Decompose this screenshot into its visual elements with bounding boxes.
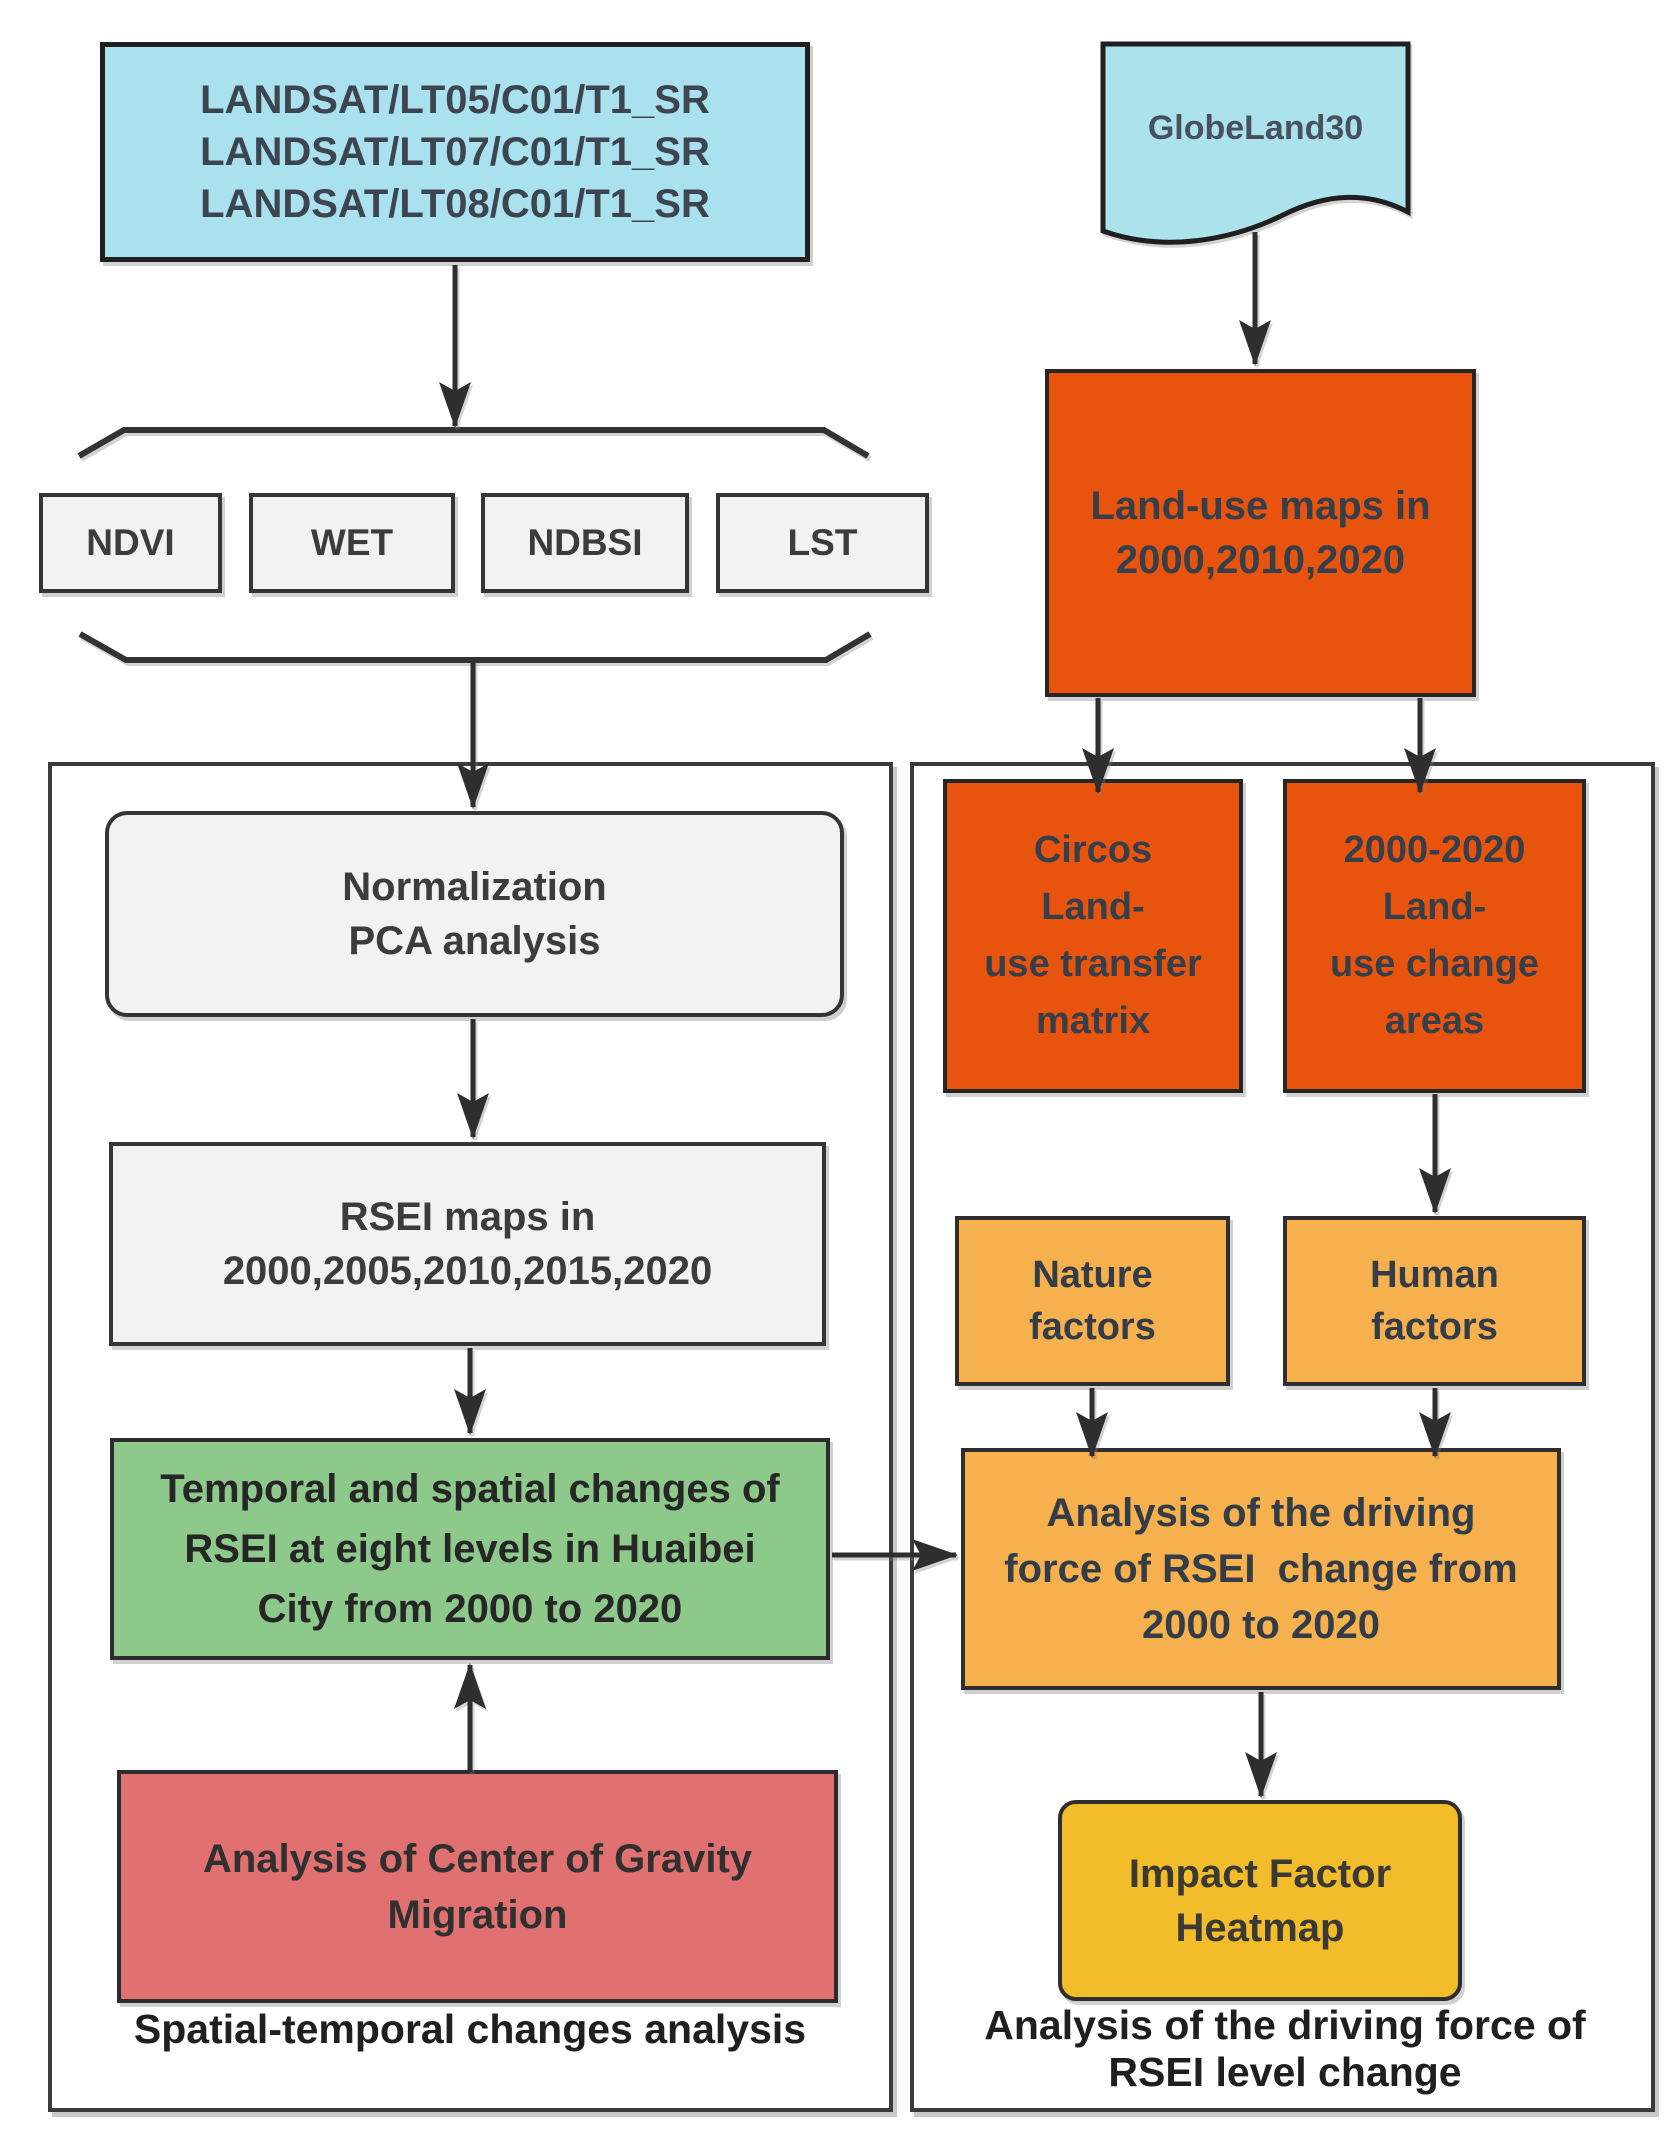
index-box-wet: WET (249, 493, 455, 593)
temporal-line: RSEI at eight levels in Huaibei (184, 1527, 756, 1571)
right-panel-caption: Analysis of the driving force of RSEI le… (935, 2002, 1635, 2096)
brace-top (77, 427, 870, 459)
landsat-line: LANDSAT/LT07/C01/T1_SR (200, 130, 710, 174)
globeland-document-label: GlobeLand30 (1103, 92, 1408, 164)
index-box-ndvi: NDVI (39, 493, 222, 593)
driving-force-panel (910, 762, 1655, 2112)
heatmap-line: Heatmap (1175, 1905, 1345, 1950)
driving-force-analysis-box: Analysis of the driving force of RSEI ch… (961, 1448, 1561, 1690)
center-of-gravity-box: Analysis of Center of Gravity Migration (117, 1770, 838, 2003)
nature-line: factors (1029, 1306, 1156, 1348)
left-panel-caption: Spatial-temporal changes analysis (133, 2006, 807, 2052)
index-box-lst: LST (716, 493, 929, 593)
brace-bottom (78, 631, 872, 663)
nature-factors-box: Nature factors (955, 1216, 1230, 1386)
landuse-line: 2000,2010,2020 (1115, 538, 1406, 582)
landsat-line: LANDSAT/LT05/C01/T1_SR (200, 78, 710, 122)
heatmap-line: Impact Factor (1128, 1851, 1392, 1896)
driving-line: 2000 to 2020 (1142, 1603, 1380, 1647)
landuse-line: Land-use maps in (1090, 484, 1431, 528)
right-caption-line: RSEI level change (1108, 2049, 1462, 2095)
right-caption-line: Analysis of the driving force of (984, 2002, 1586, 2048)
circos-transfer-matrix-box: Circos Land- use transfer matrix (943, 779, 1243, 1093)
change-areas-line: 2000-2020 (1343, 829, 1526, 871)
circos-line: matrix (1035, 1000, 1151, 1042)
human-factors-box: Human factors (1283, 1216, 1586, 1386)
temporal-spatial-changes-box: Temporal and spatial changes of RSEI at … (110, 1438, 830, 1660)
circos-line: Land- (1041, 886, 1145, 928)
rsei-maps-line: RSEI maps in (339, 1195, 596, 1239)
normalization-pca-box: Normalization PCA analysis (105, 811, 844, 1017)
index-label: LST (787, 522, 858, 563)
gravity-line: Analysis of Center of Gravity (202, 1836, 753, 1881)
nature-line: Nature (1032, 1254, 1153, 1296)
temporal-line: Temporal and spatial changes of (160, 1467, 780, 1511)
landuse-maps-box: Land-use maps in 2000,2010,2020 (1045, 369, 1476, 697)
index-label: NDBSI (527, 522, 643, 563)
gravity-line: Migration (387, 1892, 568, 1937)
rsei-maps-line: 2000,2005,2010,2015,2020 (222, 1249, 713, 1293)
rsei-maps-box: RSEI maps in 2000,2005,2010,2015,2020 (109, 1142, 826, 1346)
normalization-line: PCA analysis (348, 919, 601, 963)
index-label: WET (310, 522, 394, 563)
temporal-line: City from 2000 to 2020 (257, 1587, 683, 1631)
normalization-line: Normalization (342, 865, 607, 909)
landsat-source-box: LANDSAT/LT05/C01/T1_SR LANDSAT/LT07/C01/… (100, 42, 810, 262)
index-label: NDVI (86, 522, 175, 563)
circos-line: Circos (1033, 829, 1153, 871)
landuse-change-areas-box: 2000-2020 Land- use change areas (1283, 779, 1586, 1093)
driving-line: Analysis of the driving (1046, 1491, 1476, 1535)
impact-factor-heatmap-box: Impact Factor Heatmap (1058, 1800, 1462, 2001)
human-line: Human (1370, 1254, 1499, 1296)
globeland-text: GlobeLand30 (1147, 108, 1364, 147)
change-areas-line: areas (1384, 1000, 1485, 1042)
change-areas-line: use change (1329, 943, 1540, 985)
human-line: factors (1371, 1306, 1498, 1348)
landsat-line: LANDSAT/LT08/C01/T1_SR (200, 182, 710, 226)
circos-line: use transfer (984, 943, 1202, 985)
index-box-ndbsi: NDBSI (481, 493, 689, 593)
change-areas-line: Land- (1382, 886, 1487, 928)
driving-line: force of RSEI change from (1004, 1547, 1518, 1591)
